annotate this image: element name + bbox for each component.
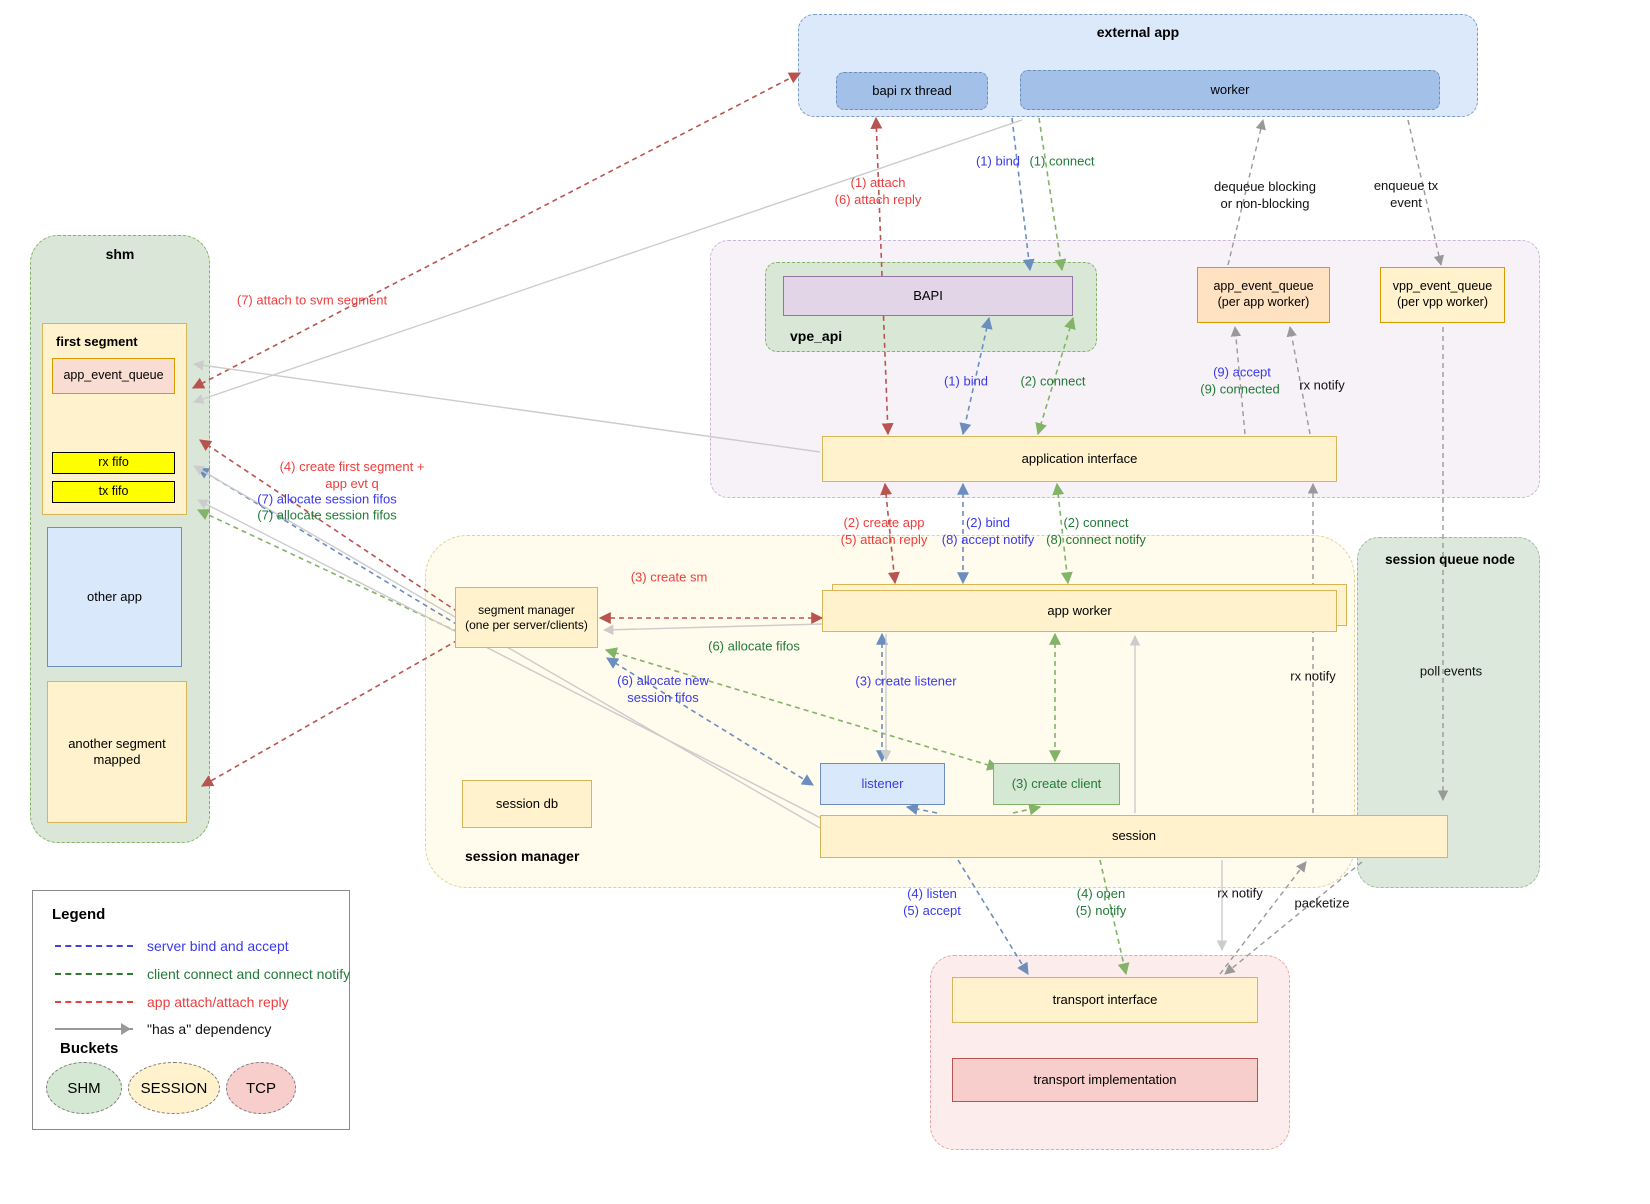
legend-buckets-title: Buckets xyxy=(60,1040,119,1057)
listener-box: listener xyxy=(820,763,945,805)
arrow-map-another-segment xyxy=(200,639,459,787)
transport-interface-box: transport interface xyxy=(952,977,1258,1023)
label-create-app: (2) create app (5) attach reply xyxy=(840,515,928,547)
label-rx-notify-low: rx notify xyxy=(1217,885,1263,901)
label-attach-svm: (7) attach to svm segment xyxy=(236,292,388,308)
label-alloc-session-fifos-green: (7) allocate session fifos xyxy=(257,507,397,523)
another-segment-box: another segment mapped xyxy=(47,681,187,823)
label-poll-events: poll events xyxy=(1419,663,1483,679)
session-box: session xyxy=(820,815,1448,858)
app-worker-box: app worker xyxy=(822,590,1337,632)
legend-line-app-attach-icon xyxy=(55,1001,133,1003)
worker-box: worker xyxy=(1020,70,1440,110)
label-allocate-fifos: (6) allocate fifos xyxy=(708,638,800,654)
segment-manager-box: segment manager (one per server/clients) xyxy=(455,587,598,648)
legend-line-client-connect-icon xyxy=(55,973,133,975)
vpe-api-title: vpe_api xyxy=(790,328,843,344)
other-app-box: other app xyxy=(47,527,182,667)
bapi-box: BAPI xyxy=(783,276,1073,316)
bucket-session: SESSION xyxy=(128,1062,220,1114)
label-connect2-notify: (2) connect (8) connect notify xyxy=(1046,515,1146,547)
label-open-notify: (4) open (5) notify xyxy=(1075,886,1127,918)
label-alloc-session-fifos-blue: (7) allocate session fifos xyxy=(257,491,397,507)
label-listen-accept: (4) listen (5) accept xyxy=(903,886,961,918)
label-allocate-new-fifos: (6) allocate new session fifos xyxy=(617,673,709,705)
label-create-listener: (3) create listener xyxy=(855,673,957,689)
label-connect2-mid: (2) connect xyxy=(1020,373,1086,389)
bucket-tcp: TCP xyxy=(226,1062,296,1114)
label-bind1-top: (1) bind xyxy=(975,153,1021,169)
label-packetize: packetize xyxy=(1294,895,1350,911)
label-dequeue: dequeue blocking or non-blocking xyxy=(1214,179,1316,211)
session-queue-node-title: session queue node xyxy=(1385,552,1515,567)
rx-fifo-box: rx fifo xyxy=(52,452,175,474)
first-segment-title: first segment xyxy=(56,334,138,349)
label-connect1-top: (1) connect xyxy=(1029,153,1095,169)
arrow-attach-svm xyxy=(191,72,802,389)
tx-fifo-box: tx fifo xyxy=(52,481,175,503)
label-bind1-mid: (1) bind xyxy=(943,373,989,389)
label-rx-notify-mid: rx notify xyxy=(1290,668,1336,684)
application-interface-box: application interface xyxy=(822,436,1337,482)
label-create-first-segment: (4) create first segment + app evt q xyxy=(279,459,425,491)
label-connected9: (9) connected xyxy=(1200,381,1280,397)
app-event-queue-worker-box: app_event_queue (per app worker) xyxy=(1197,267,1330,323)
label-bind2: (2) bind (8) accept notify xyxy=(941,515,1035,547)
legend-entry-client-connect: client connect and connect notify xyxy=(147,966,351,982)
session-db-box: session db xyxy=(462,780,592,828)
label-enqueue: enqueue tx event xyxy=(1373,178,1439,210)
session-manager-title: session manager xyxy=(465,848,580,864)
transport-implementation-box: transport implementation xyxy=(952,1058,1258,1102)
bapi-rx-thread-box: bapi rx thread xyxy=(836,72,988,110)
bucket-shm: SHM xyxy=(46,1062,122,1114)
legend-line-server-bind-icon xyxy=(55,945,133,947)
legend-entry-app-attach: app attach/attach reply xyxy=(147,994,289,1010)
legend-entry-server-bind: server bind and accept xyxy=(147,938,289,954)
label-create-sm: (3) create sm xyxy=(630,569,708,585)
legend-entry-hasa: "has a" dependency xyxy=(147,1021,272,1037)
label-attach: (1) attach (6) attach reply xyxy=(834,175,922,207)
label-rx-notify-upper: rx notify xyxy=(1299,377,1345,393)
create-client-box: (3) create client xyxy=(993,763,1120,805)
legend-title: Legend xyxy=(52,906,106,923)
arrow-alloc-session-fifos-green xyxy=(196,509,459,633)
shm-app-event-queue-box: app_event_queue xyxy=(52,358,175,394)
shm-title: shm xyxy=(105,246,135,262)
legend-arrow-hasa-icon xyxy=(55,1023,133,1035)
vpp-event-queue-box: vpp_event_queue (per vpp worker) xyxy=(1380,267,1505,323)
label-accept9: (9) accept xyxy=(1213,364,1271,380)
external-app-title: external app xyxy=(1096,24,1180,40)
